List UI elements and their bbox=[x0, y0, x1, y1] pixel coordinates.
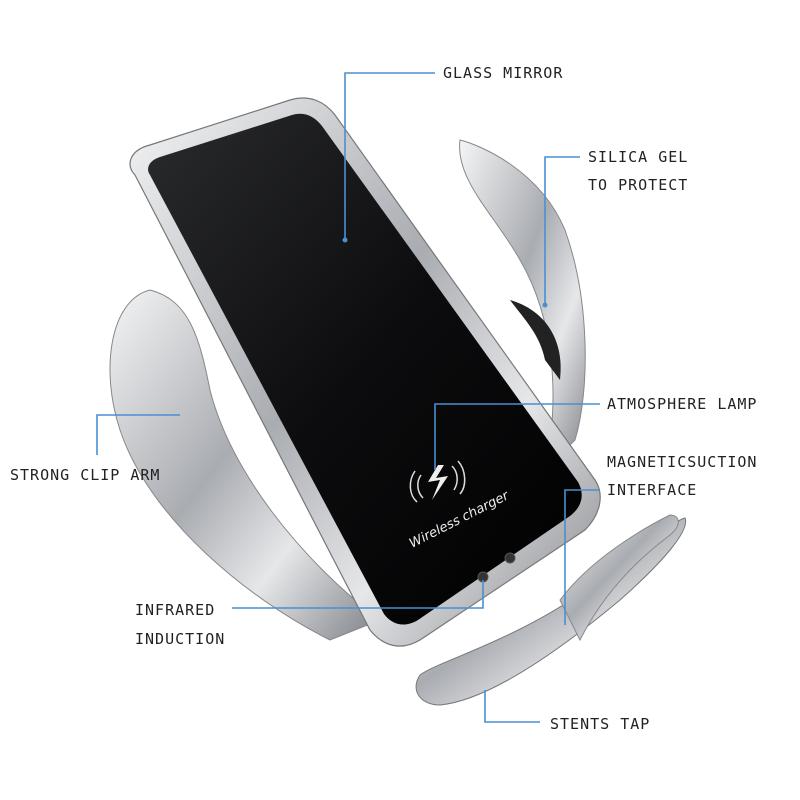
label-strong-clip-arm: STRONG CLIP ARM bbox=[10, 466, 161, 484]
wireless-charging-bolt-icon bbox=[409, 460, 466, 503]
label-glass-mirror: GLASS MIRROR bbox=[443, 64, 564, 82]
label-infrared-line2: INDUCTION bbox=[135, 630, 226, 648]
label-silica-gel-line2: TO PROTECT bbox=[588, 176, 689, 194]
label-silica-gel: SILICA GEL bbox=[588, 148, 689, 166]
glass-mirror-panel bbox=[148, 113, 582, 625]
leader-lines bbox=[96, 72, 600, 723]
label-infrared: INFRARED bbox=[135, 601, 216, 619]
lower-right-arm bbox=[559, 514, 679, 642]
label-magnetic-suction-line2: INTERFACE bbox=[607, 481, 698, 499]
left-clip-arm bbox=[109, 289, 382, 641]
infrared-sensor bbox=[504, 552, 516, 564]
label-stents-tap: STENTS TAP bbox=[550, 715, 651, 733]
label-magnetic-suction: MAGNETICSUCTION bbox=[607, 453, 758, 471]
label-atmosphere-lamp: ATMOSPHERE LAMP bbox=[607, 395, 758, 413]
bottom-tray bbox=[415, 517, 687, 706]
